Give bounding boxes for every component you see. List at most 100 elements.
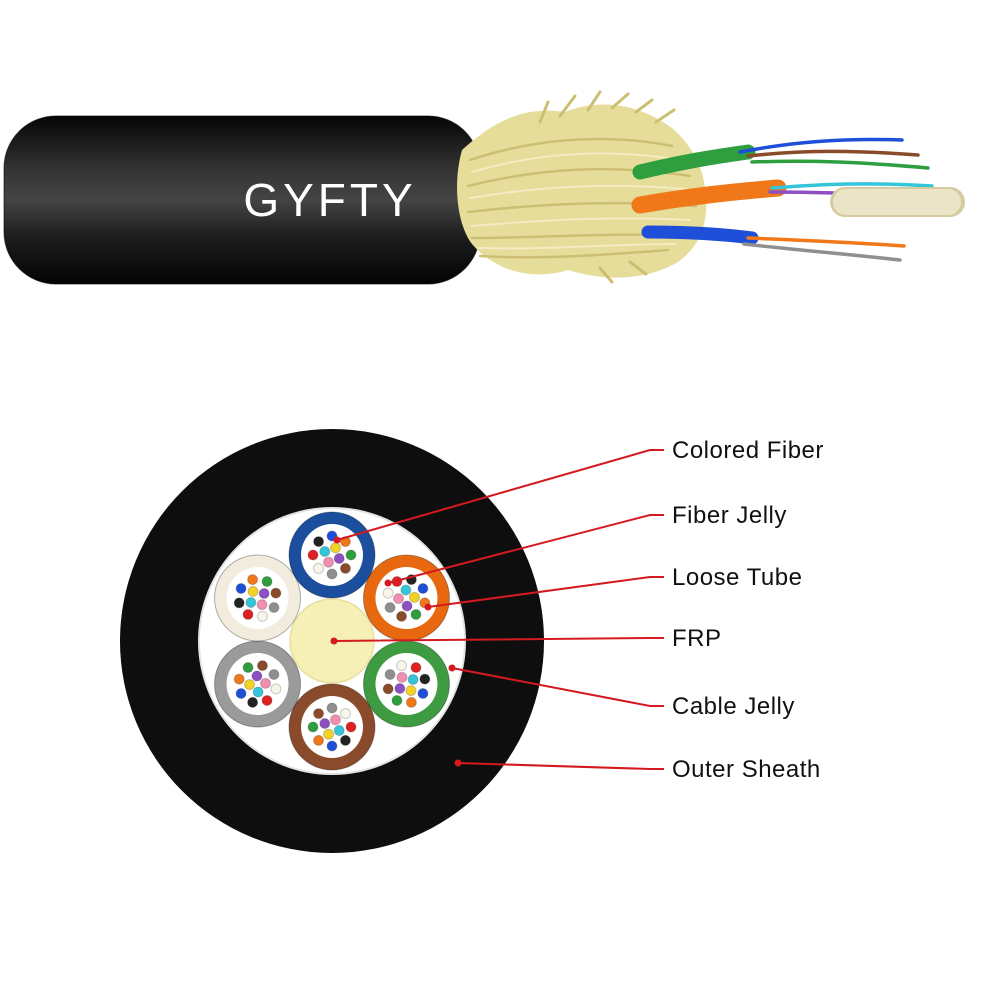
cable-sheath-body <box>4 116 480 284</box>
colored-fiber-dot <box>323 556 335 568</box>
colored-fiber-dot <box>417 688 429 699</box>
colored-fiber-dot <box>261 694 273 706</box>
brown-fiber <box>746 149 920 158</box>
green-fiber <box>750 159 930 170</box>
colored-fiber-dot <box>396 660 408 672</box>
colored-fiber-dot <box>251 670 263 682</box>
colored-fiber-dot <box>245 596 257 608</box>
callout-dot <box>424 603 432 611</box>
aramid-yarn <box>457 90 707 284</box>
colored-fiber-dot <box>339 708 351 720</box>
colored-fiber-dot <box>329 542 341 554</box>
colored-fiber-dot <box>242 608 254 620</box>
colored-fiber-dot <box>242 662 254 674</box>
colored-fiber-dot <box>233 597 245 609</box>
callout-dot <box>448 664 456 672</box>
colored-fiber-dot <box>270 587 282 599</box>
blue-loose-tube <box>288 511 376 599</box>
colored-fiber-dot <box>326 740 338 752</box>
colored-fiber-dot <box>313 734 325 746</box>
colored-fiber-dot <box>268 669 280 680</box>
cable-print-label: GYFTY <box>243 174 416 226</box>
blue-fiber <box>738 137 904 154</box>
colored-fiber-dot <box>235 688 247 699</box>
callout-dot <box>333 536 341 544</box>
colored-fiber-dot <box>307 549 319 561</box>
blue-tube-exposed <box>641 225 759 245</box>
colored-fiber-dot <box>396 671 408 683</box>
colored-fiber-dot <box>410 662 422 674</box>
colored-fiber-dot <box>419 673 431 685</box>
colored-fiber-dot <box>233 673 245 685</box>
label-frp: FRP <box>672 625 722 652</box>
colored-fiber-dot <box>400 584 412 596</box>
stripped-cable: GYFTY <box>3 90 965 285</box>
colored-fiber-dot <box>307 721 319 733</box>
colored-fiber-dot <box>410 608 422 620</box>
colored-fiber-dot <box>384 669 396 680</box>
colored-fiber-dot <box>323 728 335 740</box>
label-colored-fiber: Colored Fiber <box>672 437 824 464</box>
callout-line-cable-jelly <box>451 667 664 707</box>
label-fiber-jelly: Fiber Jelly <box>672 502 787 529</box>
aqua-fiber <box>770 182 934 190</box>
colored-fiber-dot <box>313 562 325 574</box>
colored-fiber-dot <box>256 599 268 611</box>
colored-fiber-dot <box>326 568 338 580</box>
colored-fiber-dot <box>258 588 270 600</box>
inner-ring-outline <box>198 507 466 775</box>
colored-fiber-dot <box>326 702 338 714</box>
label-outer-sheath: Outer Sheath <box>672 756 821 783</box>
colored-fiber-dot <box>382 683 394 695</box>
annotation-dots <box>330 536 462 767</box>
callout-dot <box>384 579 392 587</box>
colored-fiber-dot <box>268 602 280 613</box>
colored-fiber-dot <box>260 677 272 689</box>
green-tube-exposed <box>632 144 756 180</box>
colored-fiber-dot <box>244 679 256 691</box>
colored-fiber-dot <box>247 585 259 597</box>
loose-tubes-layer <box>214 511 450 771</box>
callout-line-outer-sheath <box>457 762 664 770</box>
callout-line-loose-tube <box>427 576 664 608</box>
colored-fiber-dot <box>329 714 341 726</box>
colored-fiber-dot <box>391 694 403 706</box>
colored-fiber-dot <box>345 721 357 733</box>
green-loose-tube <box>362 640 450 728</box>
colored-fiber-dot <box>407 674 419 686</box>
colored-fiber-dot <box>392 593 404 605</box>
colored-fiber-dot <box>333 724 345 736</box>
yarn-body <box>457 104 707 278</box>
fiber-jelly-area <box>226 653 289 715</box>
colored-fiber-dot <box>247 696 259 708</box>
white-loose-tube <box>214 554 302 642</box>
colored-fiber-dot <box>345 549 357 561</box>
colored-fiber-dot <box>319 546 331 558</box>
colored-fiber-dot <box>408 591 420 603</box>
colored-fiber-dot <box>401 600 413 612</box>
colored-fiber-dot <box>256 660 268 672</box>
colored-fiber-dot <box>396 610 408 622</box>
callout-line-colored-fiber <box>336 449 664 541</box>
colored-fiber-dot <box>382 587 394 599</box>
brown-loose-tube <box>288 683 376 771</box>
gray-fiber <box>742 242 902 262</box>
label-loose-tube: Loose Tube <box>672 564 802 591</box>
callout-line-fiber-jelly <box>387 514 664 584</box>
orange-loose-tube <box>362 554 450 642</box>
fiber-jelly-area <box>375 653 438 715</box>
colored-fiber-dot <box>405 685 417 697</box>
exposed-loose-tubes <box>631 144 787 245</box>
colored-fiber-dot <box>417 583 429 594</box>
colored-fiber-dot <box>333 552 345 564</box>
colored-fiber-dot <box>319 718 331 730</box>
label-cable-jelly: Cable Jelly <box>672 693 795 720</box>
colored-fiber-dot <box>247 574 259 586</box>
colored-fiber-dot <box>394 682 406 694</box>
yarn-tips <box>538 90 676 284</box>
orange-tube-exposed <box>631 179 787 214</box>
callout-dot <box>454 759 462 767</box>
orange-fiber <box>746 236 906 248</box>
colored-fiber-dot <box>339 562 351 574</box>
